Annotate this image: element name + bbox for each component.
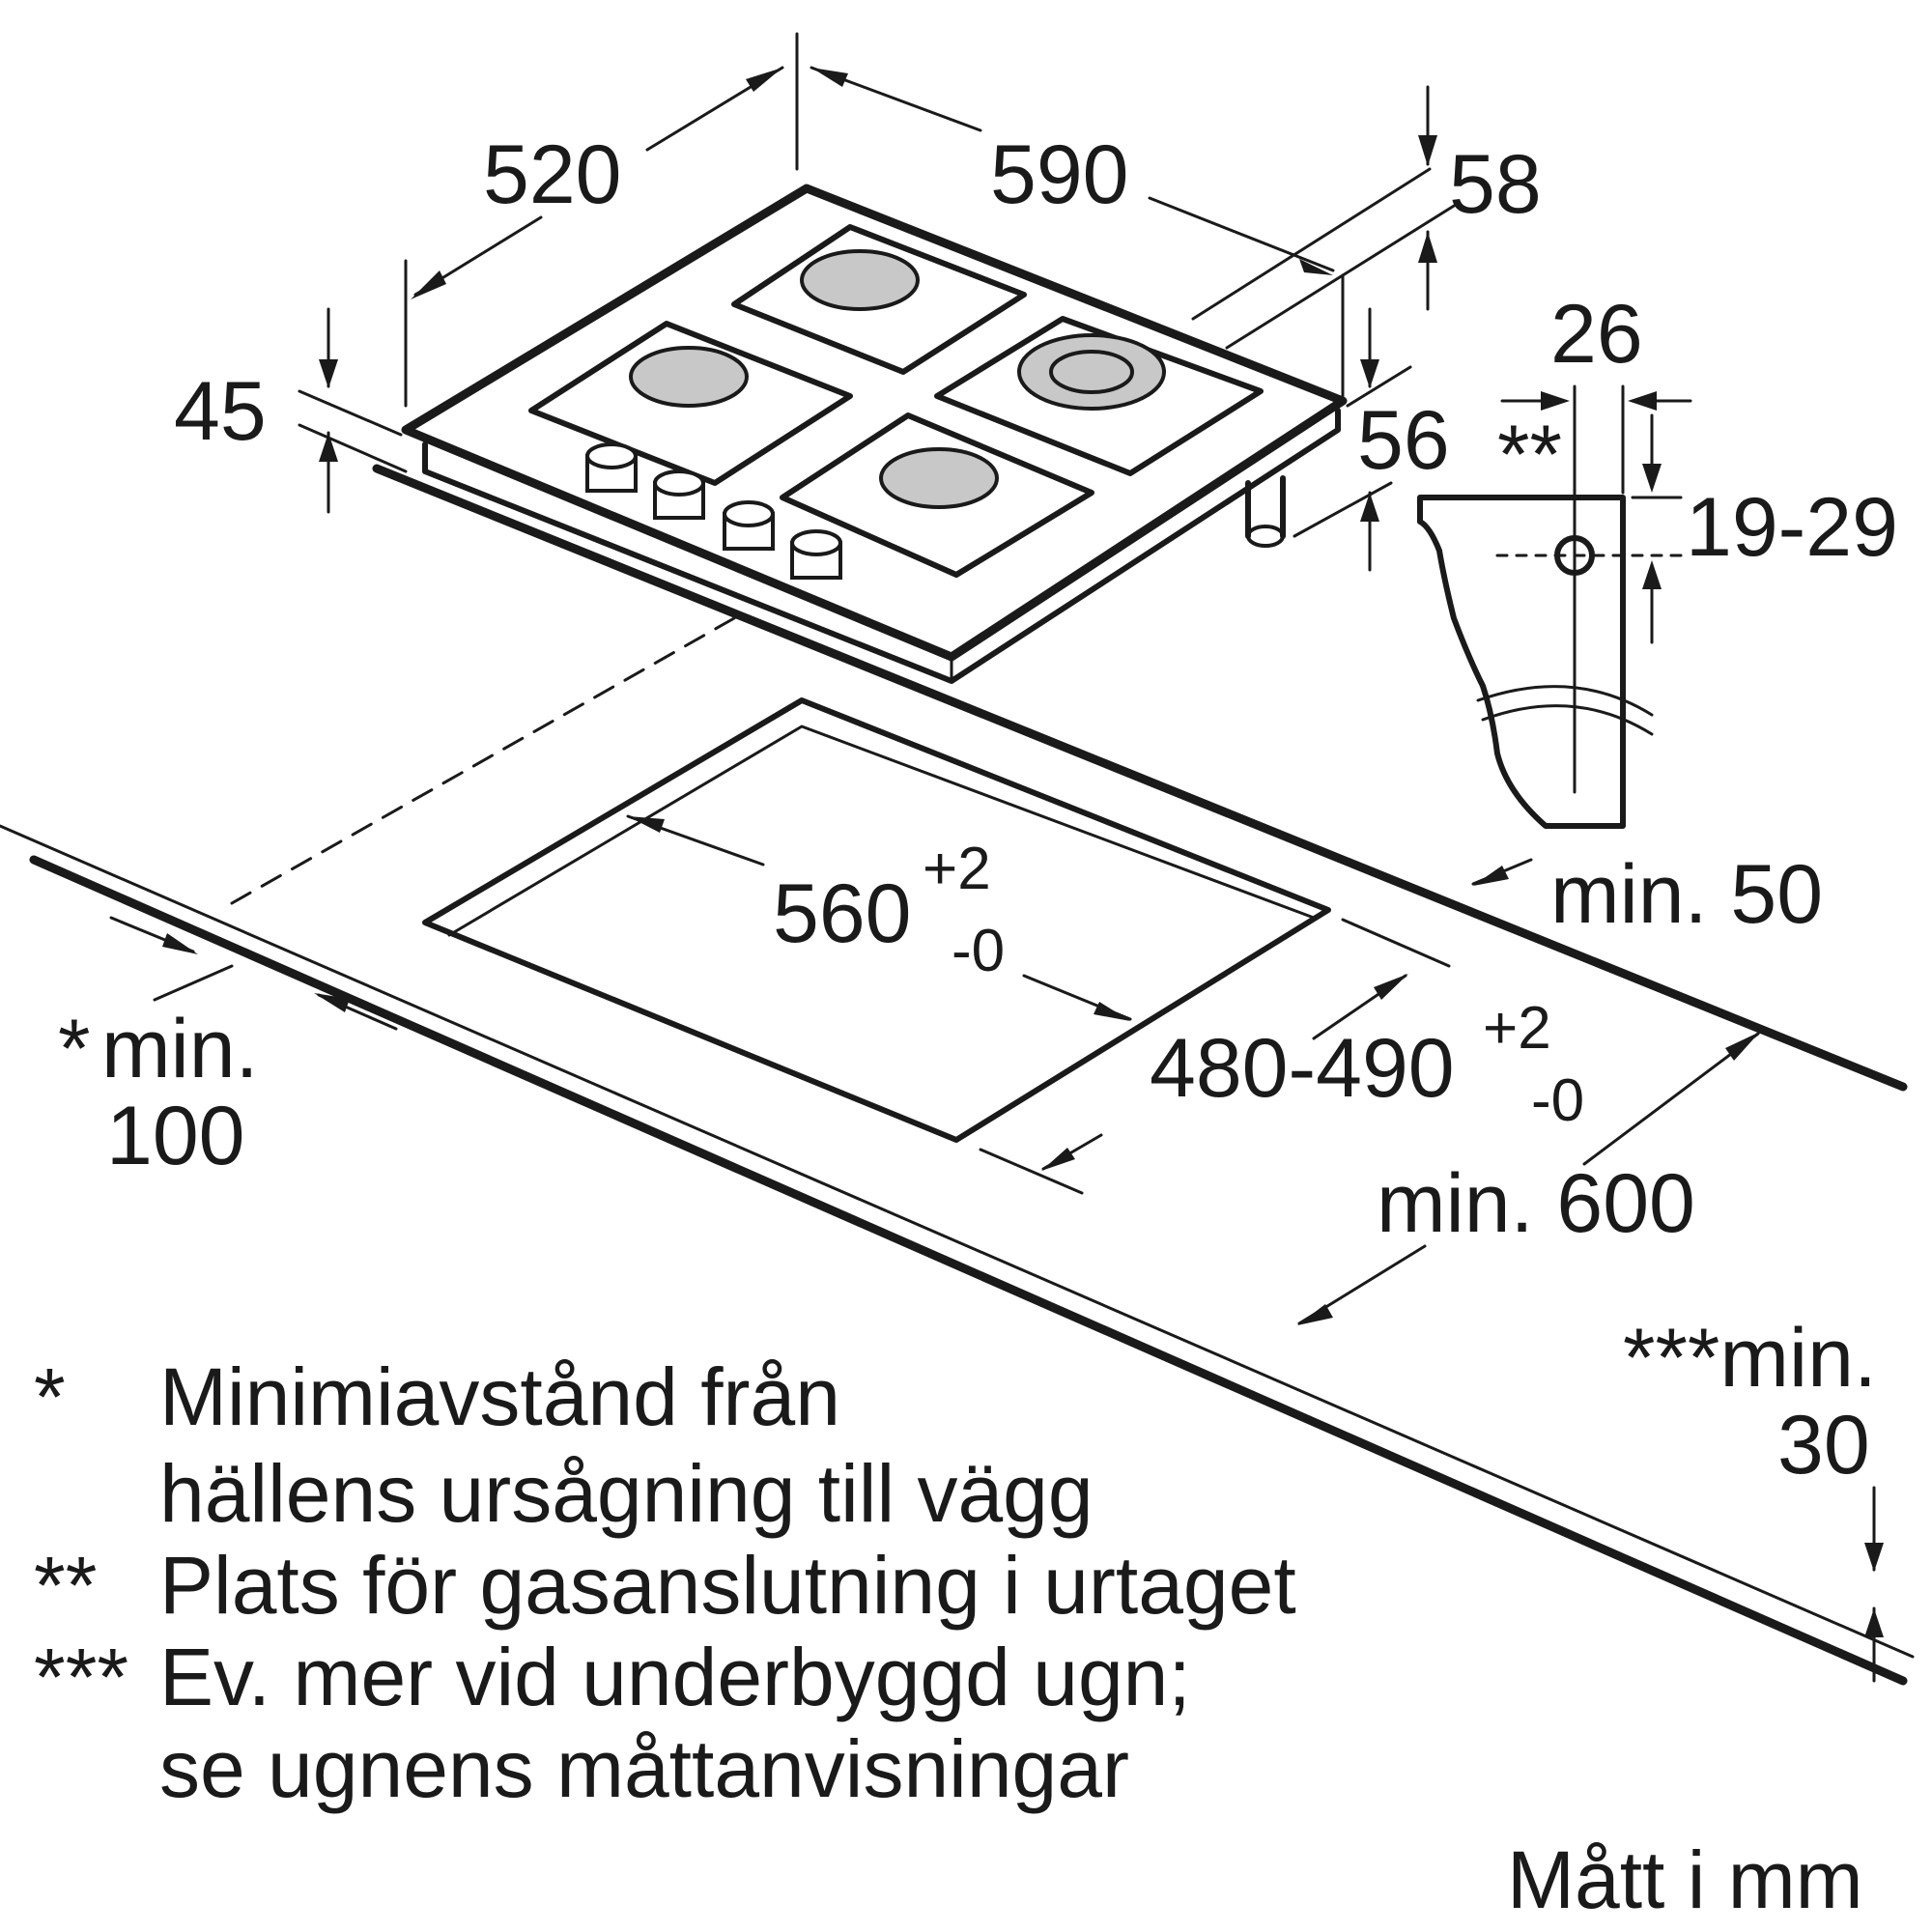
note-2-line-1: Plats för gasanslutning i urtaget bbox=[159, 1540, 1296, 1631]
note-3-line-1: Ev. mer vid underbyggd ugn; bbox=[159, 1632, 1191, 1722]
dim-connection-26: 26 bbox=[1550, 288, 1643, 381]
burner-front-left bbox=[629, 346, 749, 408]
note-3-line-2: se ugnens måttanvisningar bbox=[159, 1723, 1129, 1814]
note-2-marker: ** bbox=[34, 1540, 97, 1631]
front-clearance-value: 30 bbox=[1777, 1399, 1870, 1492]
dimension-lines bbox=[109, 32, 1884, 1683]
dim-cutout-depth-tol-plus: +2 bbox=[1483, 995, 1551, 1062]
worktop-back-edge bbox=[0, 824, 1915, 1659]
dim-cutout-width-tol-minus: -0 bbox=[952, 918, 1005, 984]
dim-cutout-width-tol-plus: +2 bbox=[923, 836, 991, 902]
front-clearance-label: ***min. bbox=[1623, 1312, 1877, 1405]
pan-support-front-left bbox=[528, 321, 853, 486]
pan-support-front-right bbox=[780, 412, 1094, 578]
burner-front-right bbox=[879, 447, 999, 509]
hob-top-plate bbox=[401, 184, 1348, 662]
worktop-cutout bbox=[422, 697, 1331, 1143]
worktop bbox=[0, 464, 1915, 1686]
dim-worktop-depth: min. 600 bbox=[1377, 1157, 1695, 1250]
burner-back-left bbox=[800, 249, 920, 311]
note-1-marker: * bbox=[34, 1351, 66, 1442]
pan-support-back-left bbox=[731, 224, 1027, 375]
side-clearance-value: 100 bbox=[106, 1090, 245, 1182]
note-1-line-2: hällens ursågning till vägg bbox=[159, 1448, 1094, 1539]
worktop-wall-edge bbox=[372, 464, 1908, 1092]
note-1-line-1: Minimiavstånd från bbox=[159, 1351, 840, 1442]
connection-marker: ** bbox=[1497, 409, 1562, 501]
gas-connection-detail bbox=[1417, 384, 1692, 829]
dim-width-590: 590 bbox=[990, 128, 1129, 221]
dim-rear-clearance: min. 50 bbox=[1550, 848, 1823, 941]
dim-cutout-depth-tol-minus: -0 bbox=[1531, 1067, 1584, 1134]
pan-support-back-right bbox=[934, 316, 1264, 476]
control-knobs bbox=[585, 442, 842, 580]
dim-cutout-depth: 480-490 bbox=[1150, 1022, 1455, 1115]
dim-connection-height: 19-29 bbox=[1686, 481, 1898, 574]
hob bbox=[401, 184, 1348, 684]
dim-cutout-width: 560 bbox=[773, 867, 912, 960]
cutout-outer bbox=[422, 697, 1331, 1143]
dim-height-45: 45 bbox=[174, 365, 267, 458]
dimension-labels: 520 590 58 45 56 26 ** 19-29 min. 50 560… bbox=[58, 128, 1898, 1492]
note-3-marker: *** bbox=[34, 1632, 128, 1722]
worktop-front-edge bbox=[29, 855, 1908, 1686]
dim-depth-520: 520 bbox=[483, 128, 622, 221]
dim-foot-56: 56 bbox=[1357, 394, 1450, 487]
wall-projection-line bbox=[230, 616, 736, 905]
footnotes: * Minimiavstånd från hällens ursågning t… bbox=[34, 1351, 1863, 1925]
units-label: Mått i mm bbox=[1507, 1834, 1863, 1925]
dim-height-58: 58 bbox=[1449, 138, 1542, 231]
worktop-profile bbox=[1417, 495, 1626, 829]
side-clearance-label: min. bbox=[101, 1003, 258, 1095]
hob-foot bbox=[1246, 525, 1285, 548]
side-clearance-marker: * bbox=[58, 1003, 90, 1095]
